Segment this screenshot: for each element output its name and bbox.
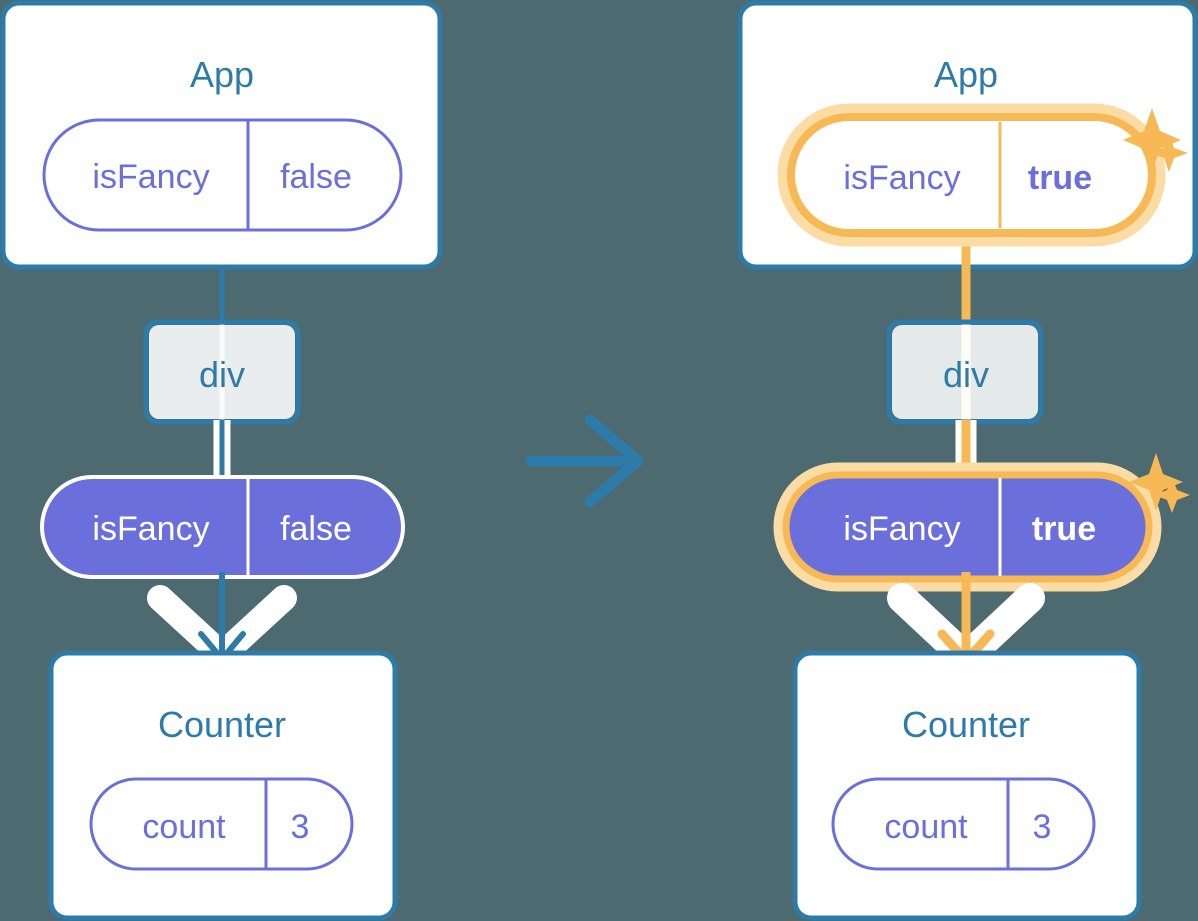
counter-box-title-before: Counter <box>158 704 286 745</box>
counter-box-title-after: Counter <box>902 704 1030 745</box>
counter-pill-before: count 3 <box>89 777 354 871</box>
props-pill-before: isFancy false <box>40 475 405 579</box>
app-box-title-after: App <box>934 54 998 95</box>
sparkle-small-icon-2 <box>1154 477 1190 513</box>
div-box-label-before: div <box>199 354 245 395</box>
counter-pill-key-after: count <box>884 808 968 846</box>
props-pill-after: isFancy true <box>773 462 1162 592</box>
state-pill-key-before: isFancy <box>92 158 209 196</box>
panel-before: App isFancy false div isFancy false <box>0 0 443 921</box>
transition-arrow <box>525 414 644 508</box>
div-box-fill-before <box>149 325 295 419</box>
sparkle-group-state-after <box>1123 108 1188 172</box>
sparkle-small-icon <box>1150 134 1188 172</box>
sparkle-group-props-after <box>1129 453 1190 513</box>
state-pill-after: isFancy true <box>777 103 1166 247</box>
sparkle-large-icon <box>1123 108 1181 172</box>
counter-pill-after: count 3 <box>831 777 1096 871</box>
state-pill-glow-after <box>777 103 1166 247</box>
state-pill-value-after: true <box>1028 159 1092 197</box>
counter-pill-value-after: 3 <box>1033 808 1052 846</box>
div-box-label-after: div <box>943 354 989 395</box>
counter-pill-shape-after <box>831 777 1096 871</box>
div-box-fill-after <box>892 325 1038 419</box>
state-pill-highlight-after <box>787 113 1156 237</box>
props-pill-key-after: isFancy <box>843 510 960 548</box>
counter-pill-shape-before <box>89 777 354 871</box>
props-pill-key-before: isFancy <box>92 510 209 548</box>
state-pill-before: isFancy false <box>42 118 403 232</box>
state-pill-shape-before <box>42 118 403 232</box>
counter-pill-key-before: count <box>142 808 226 846</box>
transition-arrow-head <box>584 414 644 508</box>
panel-after: App isFancy true div isFancy t <box>737 0 1198 921</box>
counter-pill-value-before: 3 <box>291 808 310 846</box>
props-pill-value-before: false <box>280 510 352 548</box>
app-box-title-before: App <box>190 54 254 95</box>
state-pill-value-before: false <box>280 158 352 196</box>
sparkle-large-icon-2 <box>1129 453 1183 511</box>
state-pill-key-after: isFancy <box>843 159 960 197</box>
props-pill-value-after: true <box>1032 510 1096 548</box>
